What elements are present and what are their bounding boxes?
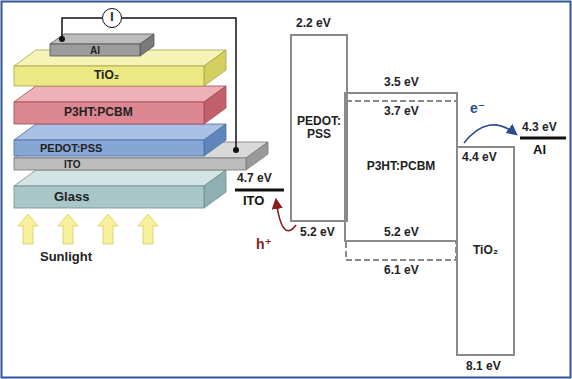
energy-value: 3.7 eV: [384, 105, 419, 119]
energy-value: 4.3 eV: [522, 121, 557, 135]
energy-value: 3.5 eV: [384, 76, 419, 90]
substrate-layer: Glass: [14, 186, 204, 208]
electrode-layer: Al: [50, 44, 140, 57]
wire: [122, 18, 236, 150]
energy-band-box: TiO₂: [456, 146, 515, 356]
hole-arrow: [276, 200, 296, 231]
level-name: ITO: [243, 194, 264, 209]
energy-value: 4.7 eV: [237, 172, 272, 186]
node-text: P3HT:PCBM: [64, 106, 133, 119]
wire: [62, 18, 102, 39]
contact-dot: [59, 36, 65, 42]
pcbm-levels: [346, 101, 456, 260]
node-text: ITO: [64, 159, 80, 170]
active-layer: P3HT:PCBM: [14, 102, 204, 124]
anode-layer: ITO: [14, 158, 246, 171]
glass-slab: [14, 170, 226, 208]
node-text: P3HT:PCBM: [367, 160, 436, 173]
al-slab: [50, 34, 154, 56]
node-text: Glass: [54, 190, 89, 204]
energy-value: 6.1 eV: [384, 264, 419, 278]
node-text: PEDOT: PSS: [292, 115, 346, 141]
contact-dot: [233, 147, 239, 153]
energy-value: 4.4 eV: [462, 151, 497, 165]
level-name: Al: [533, 143, 546, 158]
oxide-layer: TiO₂: [14, 66, 204, 86]
node-text: TiO₂: [94, 69, 119, 82]
node-text: PEDOT:PSS: [40, 142, 102, 154]
node-text: Al: [90, 45, 100, 56]
energy-value: 5.2 eV: [384, 226, 419, 240]
energy-value: 5.2 eV: [300, 226, 335, 240]
ito-level: [235, 189, 284, 192]
light-label: Sunlight: [40, 250, 92, 265]
electron-arrow: [464, 125, 516, 143]
energy-value: 8.1 eV: [466, 360, 501, 374]
active-slab: [14, 86, 226, 124]
energy-value: 2.2 eV: [296, 17, 331, 31]
node-text: TiO₂: [473, 244, 498, 257]
ammeter-symbol: I: [102, 8, 122, 28]
energy-band-box: PEDOT: PSS: [290, 34, 348, 222]
sunlight-arrows: [18, 214, 158, 244]
pedot-slab: [14, 124, 226, 156]
carrier-label: h⁺: [256, 236, 272, 252]
al-level: [520, 137, 566, 140]
node-text: I: [110, 11, 113, 24]
carrier-label: e⁻: [470, 100, 485, 116]
hole-transport-layer: PEDOT:PSS: [14, 140, 204, 156]
